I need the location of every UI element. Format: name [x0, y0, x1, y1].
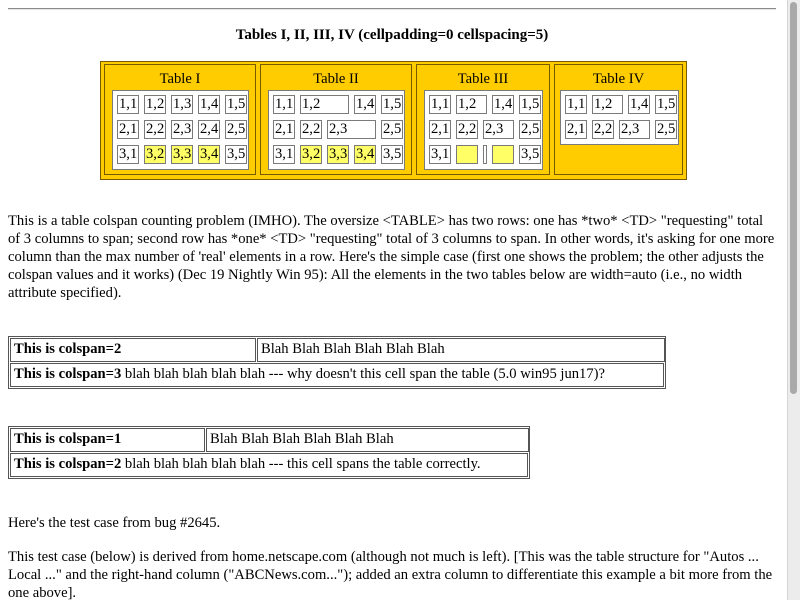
table-iii-cell-empty-highlight	[456, 145, 478, 164]
paragraph-bug-2645: Here's the test case from bug #2645.	[8, 515, 221, 531]
table-i-cell-highlight: 3,4	[198, 145, 220, 164]
outer-table: Table I 1,1 1,2 1,3 1,4 1,5 2,1 2,2 2,3 …	[100, 61, 687, 180]
table-ii-cell-highlight: 3,2	[300, 145, 322, 164]
example-table-1: This is colspan=2 Blah Blah Blah Blah Bl…	[8, 336, 666, 389]
table-i-cell: 3,5	[225, 145, 247, 164]
table-iv-cell: 2,2	[592, 120, 614, 139]
table-ii-cell: 2,1	[273, 120, 295, 139]
table-iii-cell: 3,1	[429, 145, 451, 164]
table-i-cell-highlight: 3,2	[144, 145, 166, 164]
table-iv-caption: Table IV	[592, 71, 645, 87]
table-i-caption: Table I	[159, 71, 201, 87]
example-1-cell-colspan3: This is colspan=3 blah blah blah blah bl…	[10, 363, 664, 387]
table-ii-cell: 2,2	[300, 120, 322, 139]
table-ii-cell-highlight: 3,4	[354, 145, 376, 164]
table-iv-panel: Table IV 1,1 1,2 1,4 1,5 2,1 2,2 2,3 2,5	[554, 64, 683, 175]
table-iii-cell: 2,5	[519, 120, 541, 139]
example-2-cell-colspan1: This is colspan=1	[10, 428, 205, 452]
table-i-cell: 1,4	[198, 95, 220, 114]
table-ii-cell: 1,1	[273, 95, 295, 114]
table-ii-cell: 1,5	[381, 95, 403, 114]
table-ii-caption: Table II	[313, 71, 359, 87]
table-i-cell: 1,3	[171, 95, 193, 114]
example-2-cell-colspan2: This is colspan=2 blah blah blah blah bl…	[10, 453, 528, 477]
table-ii-cell: 3,5	[381, 145, 403, 164]
table-i-cell: 2,5	[225, 120, 247, 139]
table-iv-grid: 1,1 1,2 1,4 1,5 2,1 2,2 2,3 2,5	[560, 90, 679, 145]
page-title: Tables I, II, III, IV (cellpadding=0 cel…	[235, 27, 549, 43]
vertical-scrollbar[interactable]	[787, 0, 800, 600]
table-iii-cell: 3,5	[519, 145, 541, 164]
table-iii-grid: 1,1 1,2 1,4 1,5 2,1 2,2 2,3 2,5 3,1 3,5	[424, 90, 543, 170]
table-iv-cell: 1,5	[655, 95, 677, 114]
example-2-row2-label: This is colspan=2	[14, 456, 122, 472]
table-iv-cell: 2,5	[655, 120, 677, 139]
table-iv-cell: 1,1	[565, 95, 587, 114]
example-1-row1-label: This is colspan=2	[14, 341, 122, 357]
table-i-cell-highlight: 3,3	[171, 145, 193, 164]
table-i-cell: 1,1	[117, 95, 139, 114]
example-1-cell-blah: Blah Blah Blah Blah Blah Blah	[257, 338, 665, 362]
table-iii-cell: 1,4	[492, 95, 514, 114]
table-iv-cell: 1,4	[628, 95, 650, 114]
example-1-row2-label: This is colspan=3	[14, 366, 122, 382]
table-ii-cell: 1,2	[300, 95, 349, 114]
table-i-cell: 2,2	[144, 120, 166, 139]
table-iii-cell: 2,2	[456, 120, 478, 139]
table-iii-cell-collapsed	[483, 145, 487, 164]
table-iv-cell: 1,2	[592, 95, 623, 114]
table-ii-cell: 2,5	[381, 120, 403, 139]
example-1-row1-text: Blah Blah Blah Blah Blah Blah	[261, 341, 445, 357]
table-i-cell: 3,1	[117, 145, 139, 164]
table-ii-panel: Table II 1,1 1,2 1,4 1,5 2,1 2,2 2,3 2,5…	[260, 64, 412, 175]
table-ii-cell: 1,4	[354, 95, 376, 114]
example-1-cell-colspan2: This is colspan=2	[10, 338, 256, 362]
paragraph-colspan-problem: This is a table colspan counting problem…	[8, 213, 775, 301]
example-2-cell-blah: Blah Blah Blah Blah Blah Blah	[206, 428, 529, 452]
table-iii-panel: Table III 1,1 1,2 1,4 1,5 2,1 2,2 2,3 2,…	[416, 64, 550, 175]
table-i-cell: 2,3	[171, 120, 193, 139]
table-ii-cell: 3,1	[273, 145, 295, 164]
table-iii-cell: 1,2	[456, 95, 487, 114]
table-i-grid: 1,1 1,2 1,3 1,4 1,5 2,1 2,2 2,3 2,4 2,5 …	[112, 90, 249, 170]
table-ii-cell-highlight: 3,3	[327, 145, 349, 164]
table-ii-cell: 2,3	[327, 120, 376, 139]
table-iii-cell: 2,3	[483, 120, 514, 139]
table-i-panel: Table I 1,1 1,2 1,3 1,4 1,5 2,1 2,2 2,3 …	[104, 64, 256, 175]
example-2-row1-label: This is colspan=1	[14, 431, 122, 447]
table-iii-cell: 1,1	[429, 95, 451, 114]
paragraph-test-case-description: This test case (below) is derived from h…	[8, 549, 773, 601]
scrollbar-thumb[interactable]	[790, 2, 797, 394]
example-1-row2-text: blah blah blah blah blah --- why doesn't…	[121, 366, 605, 382]
example-2-row1-text: Blah Blah Blah Blah Blah Blah	[210, 431, 394, 447]
table-iv-cell: 2,1	[565, 120, 587, 139]
table-iv-cell: 2,3	[619, 120, 650, 139]
example-table-2: This is colspan=1 Blah Blah Blah Blah Bl…	[8, 426, 530, 479]
table-iii-cell-empty-highlight	[492, 145, 514, 164]
table-iii-caption: Table III	[457, 71, 509, 87]
table-iii-cell: 2,1	[429, 120, 451, 139]
table-i-cell: 1,2	[144, 95, 166, 114]
table-i-cell: 1,5	[225, 95, 247, 114]
table-i-cell: 2,1	[117, 120, 139, 139]
example-2-row2-text: blah blah blah blah blah --- this cell s…	[121, 456, 481, 472]
table-ii-grid: 1,1 1,2 1,4 1,5 2,1 2,2 2,3 2,5 3,1 3,2 …	[268, 90, 405, 170]
table-i-cell: 2,4	[198, 120, 220, 139]
table-iii-cell: 1,5	[519, 95, 541, 114]
horizontal-rule	[8, 8, 776, 10]
